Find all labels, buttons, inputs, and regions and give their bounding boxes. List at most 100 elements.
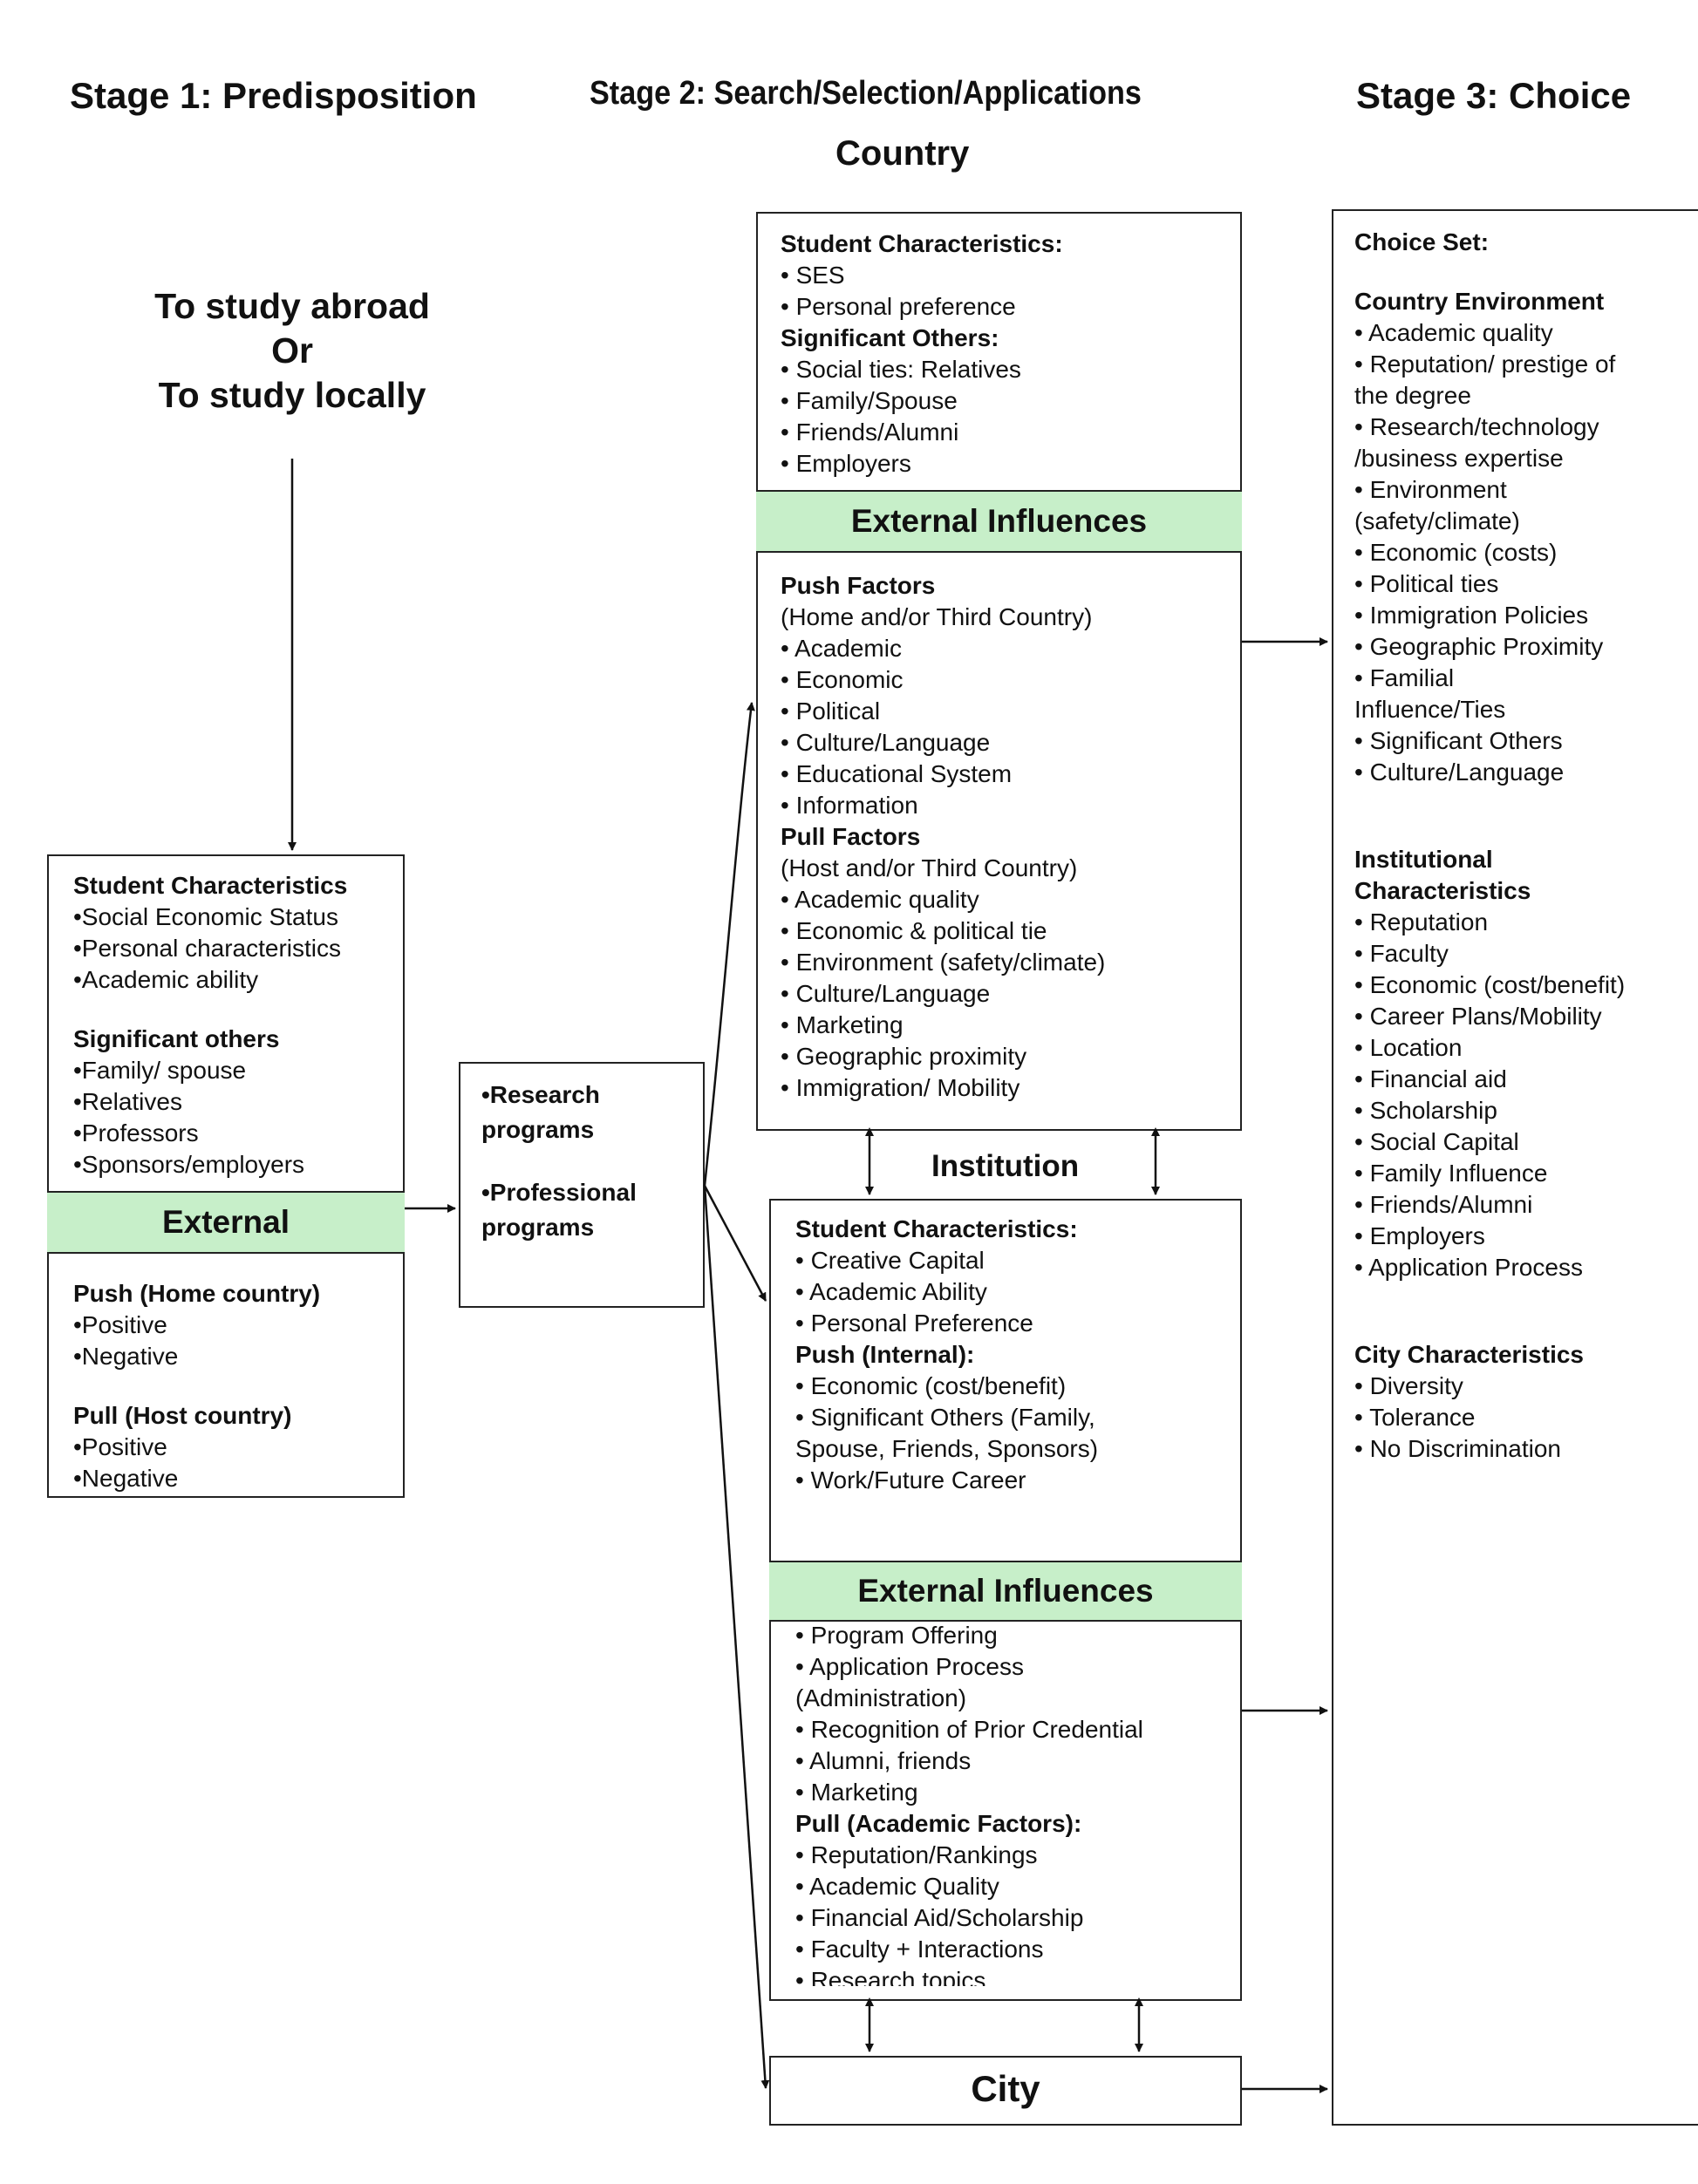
section-heading: Push (Internal):: [795, 1341, 975, 1368]
section-heading: Pull (Academic Factors):: [795, 1810, 1082, 1837]
list-item: (Host and/or Third Country): [781, 854, 1078, 881]
list-item: • Marketing: [795, 1779, 918, 1806]
stage1-external-band: External: [47, 1191, 405, 1254]
section-heading: Pull (Host country): [73, 1402, 292, 1429]
institution-label: Institution: [931, 1149, 1080, 1183]
section-heading: Push Factors: [781, 572, 936, 599]
section-heading: Significant Others:: [781, 324, 999, 351]
city-label: City: [971, 2068, 1040, 2109]
list-item: • Economic (costs): [1354, 539, 1558, 566]
section-heading: Push (Home country): [73, 1280, 321, 1307]
choice-text: Choice Set:Country Environment• Academic…: [1354, 227, 1625, 1465]
institution-bottom-text: • Program Offering • Application Process (…: [795, 1620, 1143, 1986]
section-heading: programs: [481, 1116, 595, 1143]
country-box: [756, 212, 1242, 1131]
list-item: • Research topics: [795, 1967, 986, 1986]
section-heading: Student Characteristics:: [781, 230, 1063, 257]
list-item: •Negative: [73, 1465, 179, 1492]
stage1-top-text: Student Characteristics •Social Economic …: [73, 870, 347, 1180]
stage1-title: Stage 1: Predisposition: [70, 75, 477, 116]
list-item: • Faculty + Interactions: [795, 1936, 1044, 1963]
country-bottom-text: Push Factors (Home and/or Third Country) •…: [781, 570, 1105, 1104]
country-top-text: Student Characteristics:• SES• Personal …: [781, 228, 1063, 480]
institution-external-band: External Influences: [769, 1561, 1242, 1622]
stage3-title: Stage 3: Choice: [1356, 75, 1632, 116]
list-item: • Scholarship: [1354, 1097, 1497, 1124]
section-heading: Significant others: [73, 1025, 280, 1052]
list-item: (Administration): [795, 1684, 967, 1711]
section-heading: Choice Set:: [1354, 228, 1490, 255]
list-item: • Environment (safety/climate): [781, 949, 1106, 976]
country-label: Country: [835, 134, 970, 173]
decision-line-2: Or: [271, 330, 313, 371]
list-item: • Program Offering: [795, 1622, 998, 1649]
country-external-band: External Influences: [756, 490, 1242, 553]
list-item: • Culture/Language: [781, 980, 991, 1007]
list-item: • Alumni, friends: [795, 1747, 972, 1774]
list-item: the degree: [1354, 382, 1471, 409]
list-item: • Location: [1354, 1034, 1463, 1061]
list-item: • Economic (cost/benefit): [1354, 971, 1626, 998]
list-item: • Social Capital: [1354, 1128, 1519, 1155]
list-item: • Academic Ability: [795, 1278, 987, 1305]
stage2-title: Stage 2: Search/Selection/Applications: [590, 75, 1142, 112]
list-item: Spouse, Friends, Sponsors): [795, 1435, 1099, 1462]
list-item: • Significant Others: [1354, 727, 1563, 754]
decision-line-1: To study abroad: [154, 286, 430, 326]
section-heading: Country Environment: [1354, 288, 1605, 315]
list-item: • Economic (cost/benefit): [795, 1372, 1067, 1399]
list-item: • Application Process: [795, 1653, 1024, 1680]
section-heading: •Research: [481, 1081, 600, 1108]
list-item: • Environment: [1354, 476, 1507, 503]
section-heading: •Professional: [481, 1179, 637, 1206]
list-item: • Faculty: [1354, 940, 1449, 967]
list-item: • Economic: [781, 666, 904, 693]
list-item: •Academic ability: [73, 966, 259, 993]
list-item: • Political: [781, 697, 881, 725]
list-item: •Positive: [73, 1311, 167, 1338]
list-item: • Significant Others (Family,: [795, 1404, 1095, 1431]
city-box: [769, 2056, 1242, 2126]
section-heading: Student Characteristics: [73, 872, 348, 899]
arrow-programs-to-city: [703, 1185, 770, 2089]
list-item: • Geographic proximity: [781, 1043, 1027, 1070]
institution-top-text: Student Characteristics:• Creative Capit…: [795, 1214, 1098, 1496]
list-item: • Financial aid: [1354, 1065, 1507, 1092]
list-item: • Friends/Alumni: [781, 418, 959, 446]
list-item: • Financial Aid/Scholarship: [795, 1904, 1084, 1931]
list-item: •Professors: [73, 1119, 199, 1146]
list-item: •Negative: [73, 1343, 179, 1370]
list-item: • SES: [781, 262, 845, 289]
list-item: • Family Influence: [1354, 1160, 1548, 1187]
list-item: • Familial: [1354, 664, 1455, 691]
list-item: • Social ties: Relatives: [781, 356, 1021, 383]
list-item: • Employers: [1354, 1222, 1485, 1249]
list-item: • Family/Spouse: [781, 387, 958, 414]
list-item: • Political ties: [1354, 570, 1499, 597]
list-item: (Home and/or Third Country): [781, 603, 1093, 630]
section-heading: Student Characteristics:: [795, 1215, 1078, 1242]
list-item: • Reputation/ prestige of: [1354, 350, 1616, 378]
section-heading: Characteristics: [1354, 877, 1531, 904]
section-heading: Institutional: [1354, 846, 1493, 873]
arrow-programs-to-country: [703, 702, 755, 1187]
list-item: •Relatives: [73, 1088, 182, 1115]
list-item: • Research/technology: [1354, 413, 1599, 440]
list-item: •Positive: [73, 1433, 167, 1460]
list-item: Influence/Ties: [1354, 696, 1506, 723]
stage1-box: [47, 854, 405, 1498]
list-item: • Geographic Proximity: [1354, 633, 1604, 660]
list-item: • Educational System: [781, 760, 1013, 787]
list-item: • Academic: [781, 635, 902, 662]
list-item: •Social Economic Status: [73, 903, 338, 930]
list-item: • No Discrimination: [1354, 1435, 1561, 1462]
list-item: • Immigration/ Mobility: [781, 1074, 1020, 1101]
decision-text: To study abroad Or To study locally: [113, 284, 471, 418]
list-item: • Academic quality: [781, 886, 979, 913]
list-item: • Personal Preference: [795, 1310, 1033, 1337]
list-item: • Tolerance: [1354, 1404, 1476, 1431]
list-item: •Family/ spouse: [73, 1057, 247, 1084]
list-item: • Career Plans/Mobility: [1354, 1003, 1602, 1030]
choice-box: [1332, 209, 1698, 2126]
